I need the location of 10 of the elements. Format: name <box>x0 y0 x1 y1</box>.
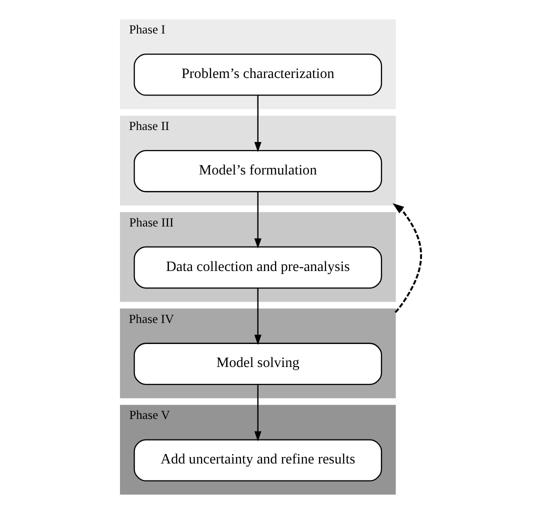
node-box: Add uncertainty and refine results <box>133 439 382 482</box>
arrow <box>254 95 261 152</box>
node-box: Problem’s characterization <box>133 54 382 96</box>
node-box: Model solving <box>133 342 382 385</box>
node-box: Model’s formulation <box>133 150 382 192</box>
arrow <box>254 192 261 249</box>
node-box: Data collection and pre-analysis <box>133 246 382 289</box>
arrow <box>254 384 261 442</box>
arrow <box>392 203 422 313</box>
arrow <box>254 288 261 345</box>
